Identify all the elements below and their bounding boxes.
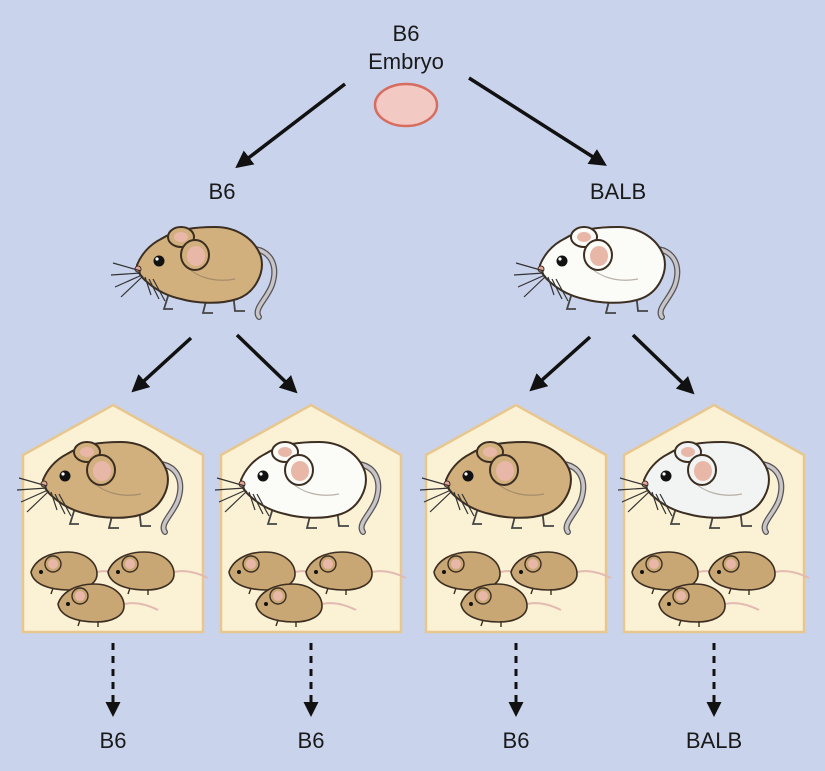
foster-mother-b6-label: B6 [208, 179, 236, 204]
cage-2 [215, 403, 407, 634]
outcome-arrows [105, 643, 722, 717]
embryo-icon [373, 82, 439, 128]
cage-3 [420, 403, 612, 634]
mother-mouse-b6-icon [111, 227, 274, 317]
outcome-label-cage-3: B6 [502, 728, 530, 753]
outcome-label-cage-4: BALB [685, 728, 743, 753]
cage-1 [17, 403, 209, 634]
embryo-label: Embryo [368, 49, 444, 74]
outcome-label-cage-1: B6 [99, 728, 127, 753]
foster-mother-balb-label: BALB [589, 179, 647, 204]
top-arrows [235, 76, 607, 169]
arrow-to-b6-mother [235, 82, 347, 169]
mid-arrows [131, 333, 695, 395]
arrow-to-balb-mother [468, 76, 607, 166]
mother-mouse-balb-icon [514, 227, 677, 317]
cage-4 [618, 403, 810, 634]
embryo-strain-label: B6 [392, 21, 420, 46]
outcome-label-cage-2: B6 [297, 728, 325, 753]
